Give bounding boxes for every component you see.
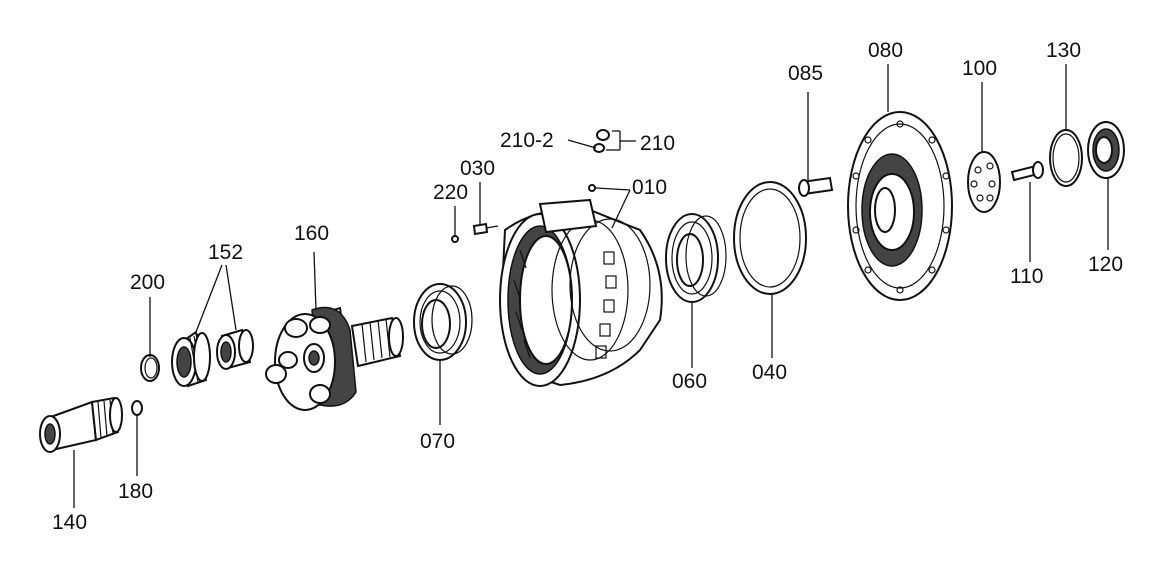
part-180-small-ring <box>131 400 143 416</box>
label-210-2: 210-2 <box>500 129 554 152</box>
part-120-end-cap <box>1087 121 1125 179</box>
part-040-o-ring <box>733 181 807 295</box>
label-080: 080 <box>868 39 903 62</box>
part-200-snap-ring <box>140 354 160 382</box>
label-010: 010 <box>632 176 667 199</box>
part-152-bushing <box>216 328 254 370</box>
part-080-hub-flange <box>847 111 953 301</box>
label-180: 180 <box>118 480 153 503</box>
label-040: 040 <box>752 361 787 384</box>
label-130: 130 <box>1046 39 1081 62</box>
label-210: 210 <box>640 132 675 155</box>
label-152: 152 <box>208 241 243 264</box>
part-152-gear <box>171 330 211 388</box>
part-100-cover <box>967 151 1001 213</box>
label-160: 160 <box>294 222 329 245</box>
label-110: 110 <box>1010 265 1043 288</box>
label-070: 070 <box>420 430 455 453</box>
label-220: 220 <box>433 181 468 204</box>
part-140-shaft-coupling <box>39 396 123 453</box>
label-100: 100 <box>962 57 997 80</box>
part-220-pin <box>451 235 459 243</box>
part-070-seal <box>413 283 473 361</box>
part-060-bearing <box>665 213 727 303</box>
label-120: 120 <box>1088 253 1123 276</box>
part-110-screw <box>1010 161 1044 182</box>
label-030: 030 <box>460 157 495 180</box>
part-210-fitting <box>593 129 610 153</box>
part-010-housing <box>499 184 663 387</box>
part-130-ring <box>1049 129 1083 187</box>
label-140: 140 <box>52 511 87 534</box>
part-085-bolt <box>798 176 834 197</box>
label-060: 060 <box>672 370 707 393</box>
leader-lines <box>73 64 1109 508</box>
label-085: 085 <box>788 62 823 85</box>
part-030-screw <box>472 222 499 236</box>
part-labels: 010 030 040 060 070 080 085 100 110 120 … <box>52 39 1123 534</box>
label-200: 200 <box>130 271 165 294</box>
part-160-planet-carrier <box>265 306 404 411</box>
